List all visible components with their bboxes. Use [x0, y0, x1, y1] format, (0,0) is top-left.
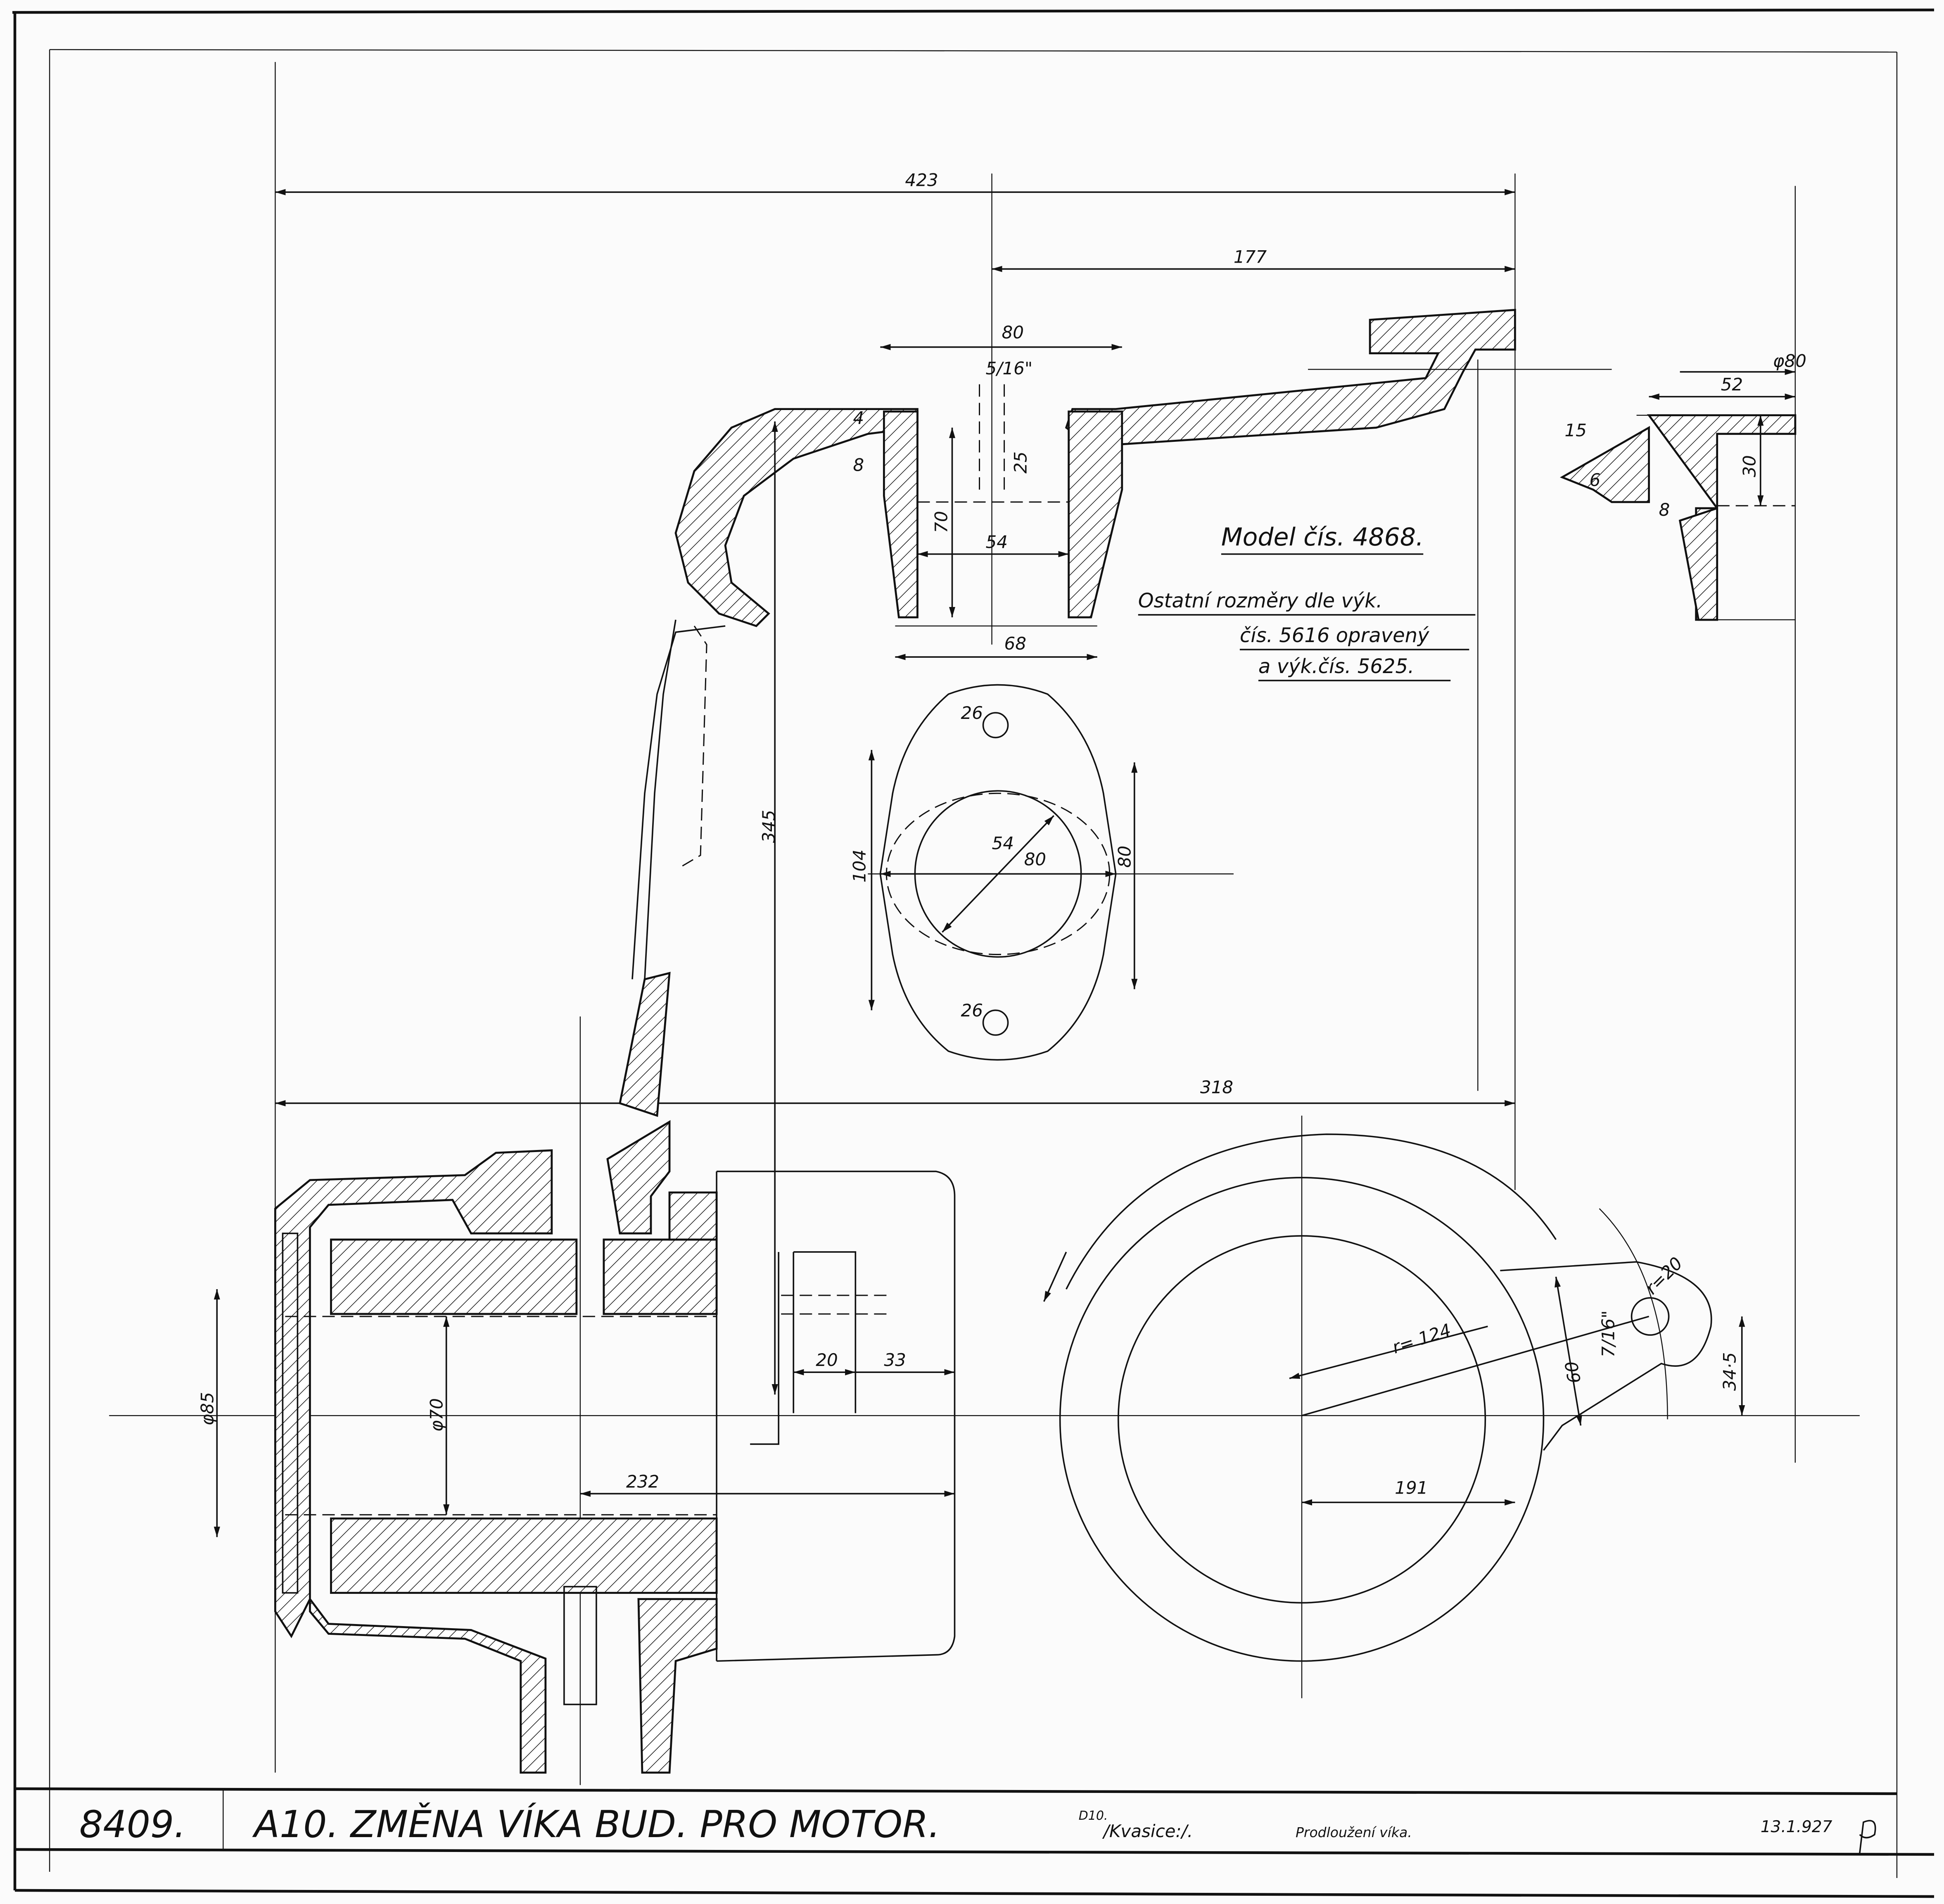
note-line-3: a výk.čís. 5625.: [1258, 655, 1414, 678]
variant-label: D10.: [1079, 1809, 1108, 1823]
end-view: [1043, 1133, 1712, 1662]
dim-33: 33: [884, 1350, 906, 1370]
drawing-number: 8409.: [79, 1803, 186, 1846]
signature: [1859, 1820, 1876, 1854]
dim-20: 20: [816, 1350, 838, 1370]
dim-6: 6: [1589, 470, 1600, 490]
dim-80-flange: 80: [1115, 846, 1135, 868]
dim-8-left: 8: [853, 455, 864, 475]
dim-80-detail: φ80: [1773, 351, 1806, 371]
dim-191: 191: [1395, 1477, 1428, 1498]
note-line-2: čís. 5616 opravený: [1240, 624, 1429, 647]
dim-26-top: 26: [961, 703, 983, 723]
note-line-1: Ostatní rozměry dle výk.: [1138, 589, 1382, 612]
dim-60: 60: [1561, 1360, 1585, 1385]
dim-8-detail: 8: [1659, 500, 1670, 520]
dim-104: 104: [849, 849, 869, 882]
dim-423: 423: [905, 170, 938, 190]
flange-view: [868, 684, 1234, 1061]
cover-top-section: [631, 308, 1612, 979]
dim-85-diameter: φ85: [197, 1392, 217, 1425]
dim-7-16: 7/16": [1598, 1310, 1618, 1357]
notes: Model čís. 4868. Ostatní rozměry dle výk…: [1138, 523, 1476, 681]
dim-318: 318: [1200, 1077, 1233, 1098]
dim-232: 232: [626, 1471, 659, 1491]
dim-80-top: 80: [1002, 322, 1024, 343]
dim-25: 25: [1011, 451, 1031, 473]
dim-54-flange: 54: [992, 833, 1014, 853]
title-block: 8409. A10. ZMĚNA VÍKA BUD. PRO MOTOR. D1…: [15, 1787, 1934, 1856]
dim-177: 177: [1234, 247, 1267, 267]
dim-30: 30: [1740, 455, 1760, 477]
bearing-section: [274, 972, 956, 1774]
dim-80-diameter: 80: [1024, 849, 1046, 869]
detail-view: [1559, 414, 1797, 621]
date-label: 13.1.927: [1761, 1818, 1832, 1836]
dim-54-top: 54: [986, 532, 1008, 552]
dim-52: 52: [1721, 375, 1743, 395]
dim-70-top: 70: [931, 511, 951, 533]
drawing-title: A10. ZMĚNA VÍKA BUD. PRO MOTOR.: [252, 1802, 940, 1846]
dim-345: 345: [759, 810, 779, 843]
dim-5-16: 5/16": [986, 358, 1033, 379]
dim-26-bottom: 26: [961, 1001, 983, 1021]
dim-70-bore: φ70: [427, 1398, 447, 1432]
dim-34-5: 34·5: [1720, 1352, 1740, 1391]
drawing-border: [12, 8, 1934, 1898]
model-note: Model čís. 4868.: [1221, 523, 1424, 552]
dim-4: 4: [853, 408, 864, 428]
dim-68: 68: [1004, 633, 1026, 654]
location-label: /Kvasice:/.: [1102, 1821, 1193, 1841]
dim-15: 15: [1564, 420, 1586, 441]
description-label: Prodloužení víka.: [1296, 1824, 1412, 1840]
